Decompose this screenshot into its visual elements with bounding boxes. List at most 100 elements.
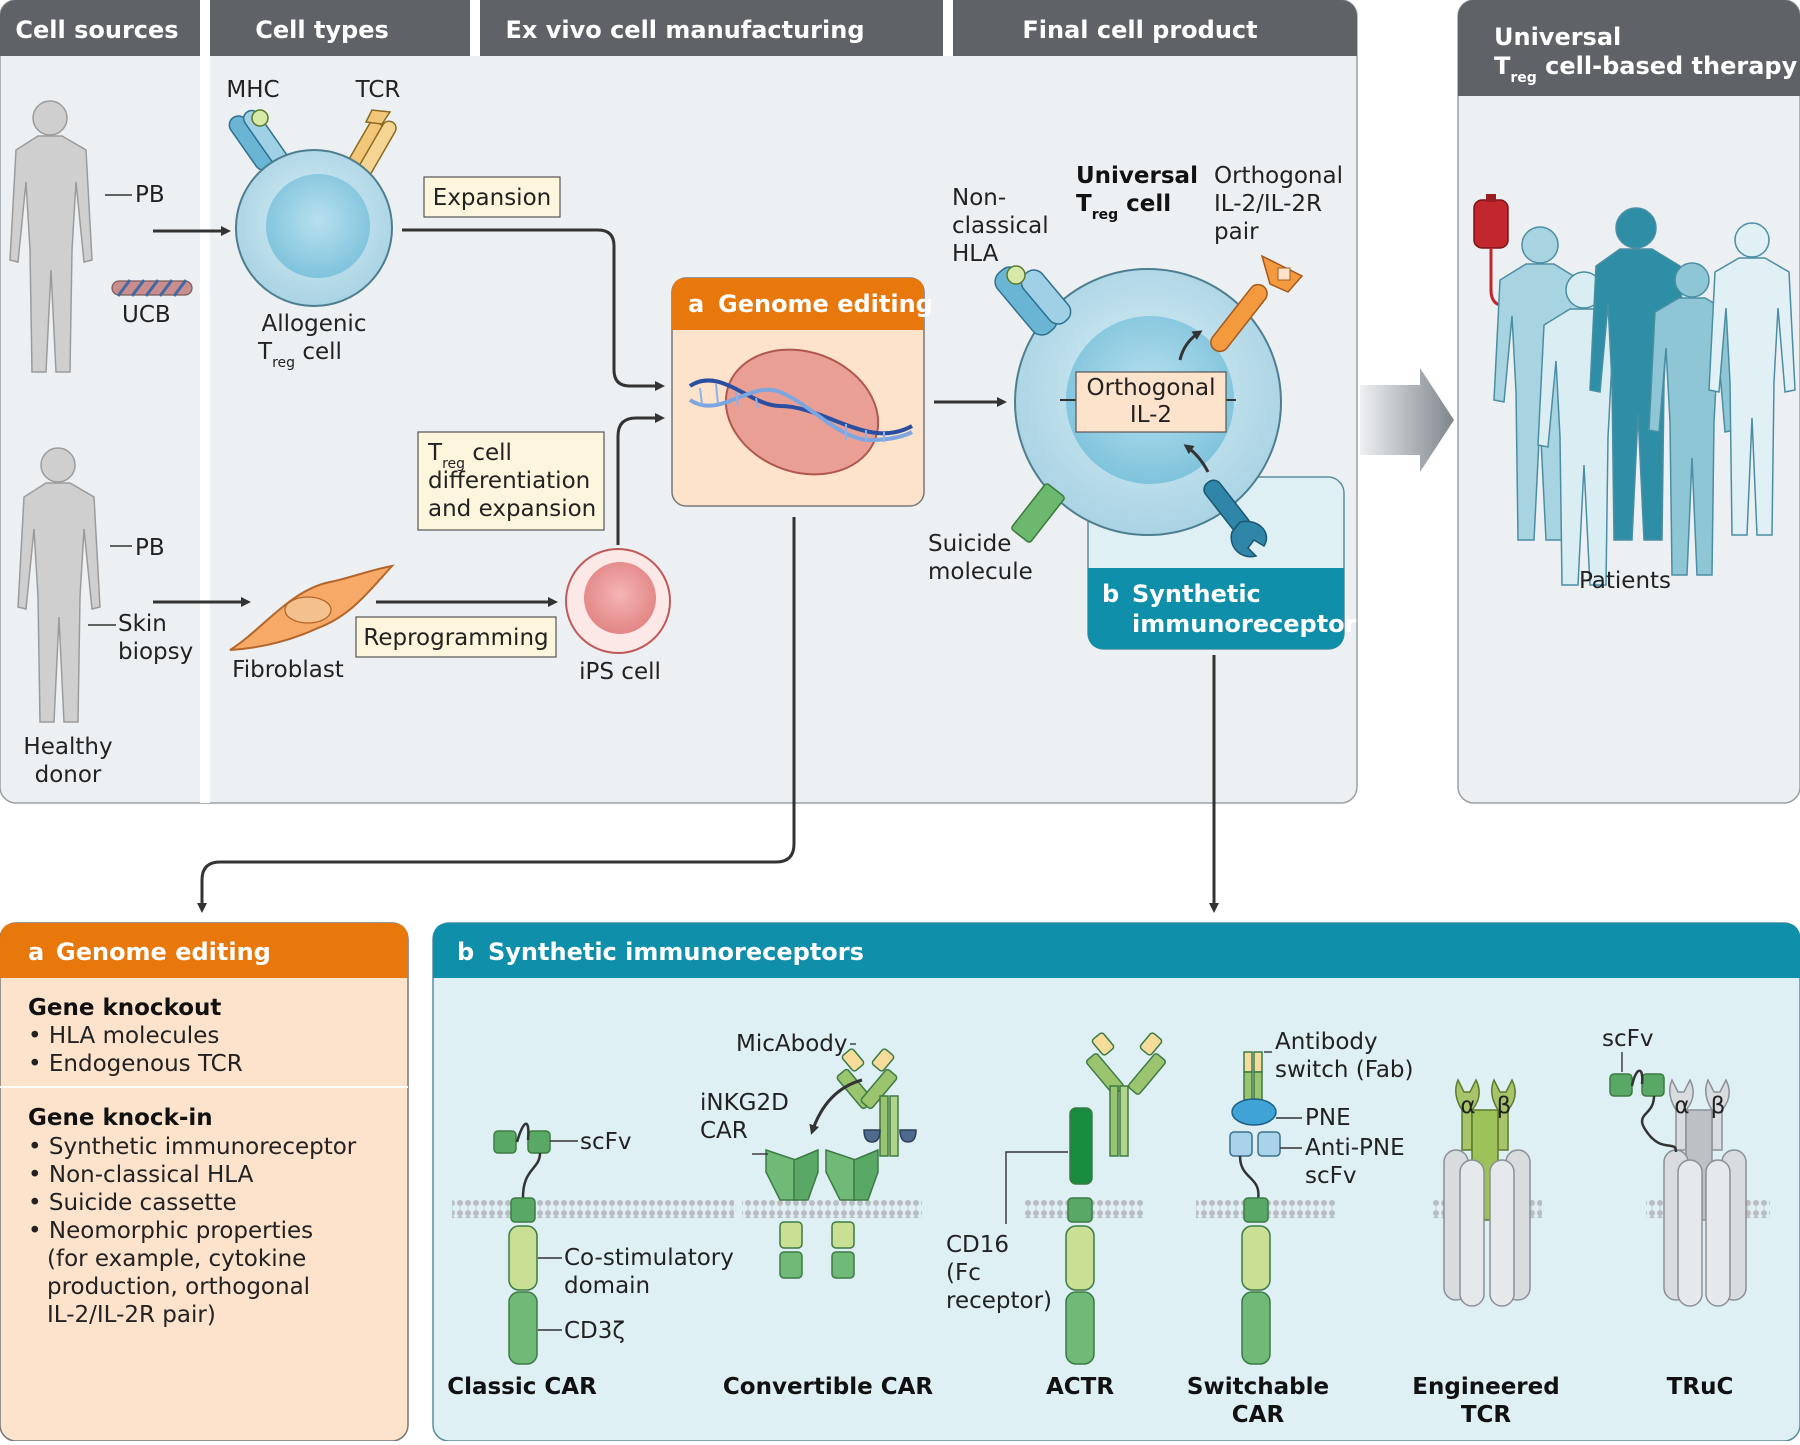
label-truc-alpha: α <box>1674 1093 1689 1119</box>
nuclease-dna-icon <box>688 348 913 476</box>
label-synthetic-line1: Synthetic <box>1132 580 1261 608</box>
arrow-il2-up <box>1178 330 1203 361</box>
inkg2d-car-receptor <box>765 1148 879 1279</box>
label-suicide-line2: molecule <box>928 559 1033 585</box>
switchable-car-receptor <box>1229 1051 1281 1365</box>
label-cd16-line3: receptor) <box>946 1288 1052 1314</box>
arrow-ips-to-editing <box>616 413 665 545</box>
label-orthogonal-il2-line1: Orthogonal <box>1087 375 1216 401</box>
nonclassical-hla-icon <box>994 265 1072 336</box>
actr-receptor <box>1065 1032 1167 1365</box>
label-synthetic-line2: immunoreceptor <box>1132 610 1357 638</box>
label-allogenic-line2: Treg cell <box>257 339 342 371</box>
label-nonclassical-line1: Non- <box>952 185 1006 211</box>
label-tcr: TCR <box>355 77 401 103</box>
differentiation-box <box>417 431 605 531</box>
name-engineered-line2: TCR <box>1461 1402 1512 1428</box>
label-scfv: scFv <box>580 1129 631 1155</box>
knockin-item-3: • Suicide cassette <box>28 1190 237 1216</box>
allogenic-treg-cell <box>235 149 393 307</box>
label-mhc: MHC <box>226 77 279 103</box>
label-expansion: Expansion <box>433 185 551 211</box>
label-cd16-line1: CD16 <box>946 1232 1009 1258</box>
name-switchable-line1: Switchable <box>1187 1374 1329 1400</box>
knockin-item-2: • Non-classical HLA <box>28 1162 254 1188</box>
big-arrow-to-therapy <box>1360 368 1454 472</box>
label-costim-line2: domain <box>564 1273 650 1299</box>
label-suicide-line1: Suicide <box>928 531 1011 557</box>
header-final-product: Final cell product <box>1022 16 1257 44</box>
label-orthogonal-pair-line1: Orthogonal <box>1214 163 1343 189</box>
label-anti-pne-line2: scFv <box>1305 1163 1356 1189</box>
label-pne: PNE <box>1305 1105 1351 1131</box>
panel-b-title: Synthetic immunoreceptors <box>488 938 864 966</box>
label-pb-bottom: PB <box>135 535 165 561</box>
label-allogenic-line1: Allogenic <box>262 311 367 337</box>
panel-a-title: Genome editing <box>56 938 271 966</box>
reprogramming-box <box>355 616 557 658</box>
label-orthogonal-pair-line2: IL-2/IL-2R <box>1214 191 1322 217</box>
name-actr: ACTR <box>1046 1374 1114 1400</box>
knockin-item-1: • Synthetic immunoreceptor <box>28 1134 357 1160</box>
header-cell-types: Cell types <box>255 16 389 44</box>
orthogonal-il2r-icon <box>1210 254 1304 353</box>
donor-figure-top <box>9 100 93 373</box>
label-fibroblast: Fibroblast <box>232 657 344 683</box>
classic-car-receptor <box>493 1122 551 1365</box>
label-orthogonal-pair-line3: pair <box>1214 219 1259 245</box>
expansion-box <box>423 176 561 218</box>
name-engineered-line1: Engineered <box>1412 1374 1559 1400</box>
name-switchable-line2: CAR <box>1232 1402 1285 1428</box>
suicide-molecule-icon <box>1011 483 1065 543</box>
label-patients: Patients <box>1579 568 1671 594</box>
genome-editing-letter: a <box>688 290 704 318</box>
label-anti-pne-line1: Anti-PNE <box>1305 1135 1405 1161</box>
label-ips-cell: iPS cell <box>579 659 661 685</box>
label-ab-switch-line2: switch (Fab) <box>1275 1057 1414 1083</box>
panel-b-letter: b <box>457 938 474 966</box>
knockout-item-1: • HLA molecules <box>28 1023 219 1049</box>
patients-group-icon <box>1493 207 1796 586</box>
label-engineered-beta: β <box>1497 1093 1512 1119</box>
label-micabody: MicAbody <box>736 1031 848 1057</box>
header-ex-vivo: Ex vivo cell manufacturing <box>505 16 864 44</box>
label-donor-line1: Healthy <box>23 734 112 760</box>
arrow-micabody-to-car <box>809 1078 863 1135</box>
name-truc: TRuC <box>1667 1374 1734 1400</box>
panel-b <box>432 922 1800 1442</box>
leader-cd16 <box>1005 1151 1068 1224</box>
arrow-to-panel-a <box>197 517 796 913</box>
label-truc-beta: β <box>1711 1093 1726 1119</box>
panel-a-letter: a <box>28 938 44 966</box>
micabody-icon <box>836 1048 917 1157</box>
panel-a <box>0 922 409 1442</box>
label-inkg2d-line2: CAR <box>700 1118 748 1144</box>
orthogonal-il2-box <box>1075 371 1227 433</box>
label-orthogonal-il2-line2: IL-2 <box>1130 402 1172 428</box>
label-diff-line1: Treg cell <box>427 440 512 472</box>
knockin-item-4-cont-1: (for example, cytokine <box>47 1246 306 1272</box>
name-convertible-car: Convertible CAR <box>723 1374 934 1400</box>
label-pb-top: PB <box>135 182 165 208</box>
fibroblast-cell <box>229 564 395 651</box>
knockin-item-4: • Neomorphic properties <box>28 1218 313 1244</box>
synthetic-letter: b <box>1102 580 1119 608</box>
membrane-classic <box>452 1200 734 1218</box>
label-reprogramming: Reprogramming <box>363 625 548 651</box>
knockin-item-4-cont-2: production, orthogonal <box>47 1274 310 1300</box>
knockin-heading: Gene knock-in <box>28 1105 213 1131</box>
label-inkg2d-line1: iNKG2D <box>700 1090 789 1116</box>
genome-editing-title: Genome editing <box>718 290 933 318</box>
name-classic-car: Classic CAR <box>447 1374 597 1400</box>
label-truc-scfv: scFv <box>1602 1026 1653 1052</box>
label-universal-line1: Universal <box>1076 163 1198 189</box>
knockout-heading: Gene knockout <box>28 995 221 1021</box>
label-nonclassical-line2: classical <box>952 213 1049 239</box>
donor-figure-bottom <box>17 447 101 723</box>
label-universal-line2: Treg cell <box>1076 191 1171 223</box>
label-diff-line3: and expansion <box>428 496 596 522</box>
synthetic-receptor-wrench-icon <box>1203 479 1268 558</box>
membrane-convertible <box>742 1200 922 1218</box>
